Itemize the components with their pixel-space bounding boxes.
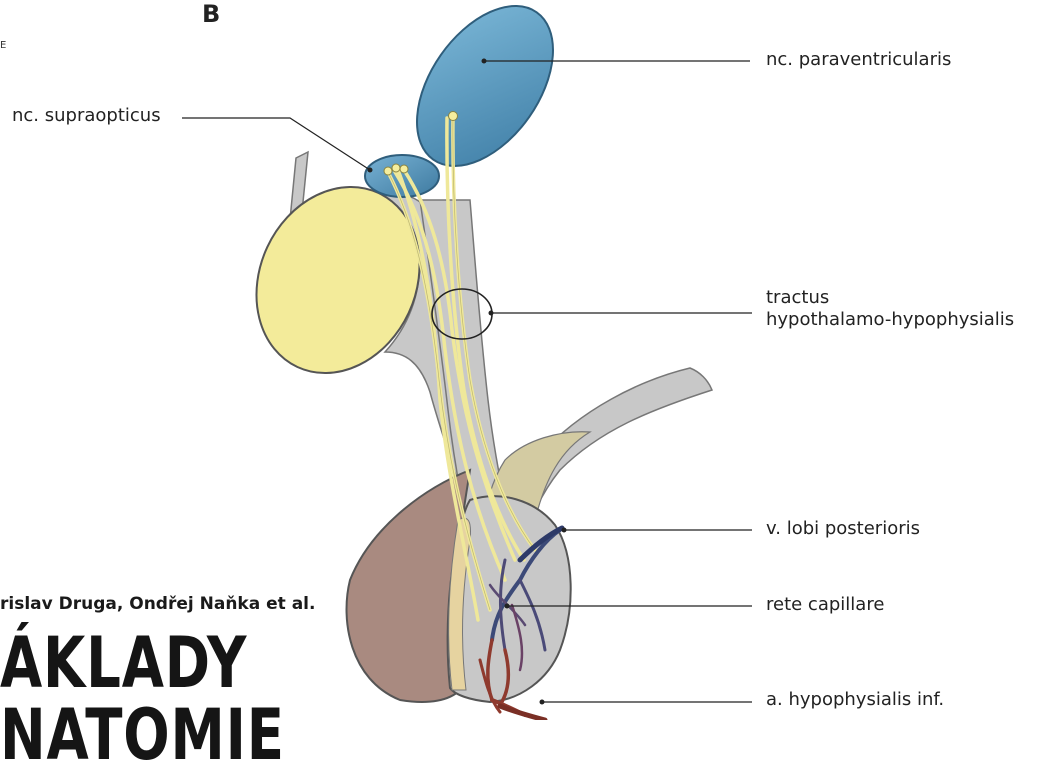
label-tractus-line2: hypothalamo-hypophysialis (766, 311, 1014, 330)
book-title-line1: ÁKLADY (0, 628, 247, 698)
corner-mark: E (0, 40, 6, 51)
soma-supraoptic-3 (400, 165, 408, 173)
label-hypophysialis-inf: a. hypophysialis inf. (766, 691, 944, 710)
label-supraopticus: nc. supraopticus (12, 107, 161, 126)
label-lobi-posterioris: v. lobi posterioris (766, 520, 920, 539)
panel-letter: B (202, 0, 220, 28)
book-title-line2: NATOMIE (0, 700, 285, 770)
label-tractus-line1: tractus (766, 289, 829, 308)
artery-inflow (500, 706, 545, 720)
book-authors: rislav Druga, Ondřej Naňka et al. (0, 594, 315, 614)
soma-paraventricular (449, 112, 458, 121)
soma-supraoptic-1 (384, 167, 392, 175)
label-rete-capillare: rete capillare (766, 596, 884, 615)
soma-supraoptic-2 (392, 164, 400, 172)
label-paraventricularis: nc. paraventricularis (766, 51, 951, 70)
